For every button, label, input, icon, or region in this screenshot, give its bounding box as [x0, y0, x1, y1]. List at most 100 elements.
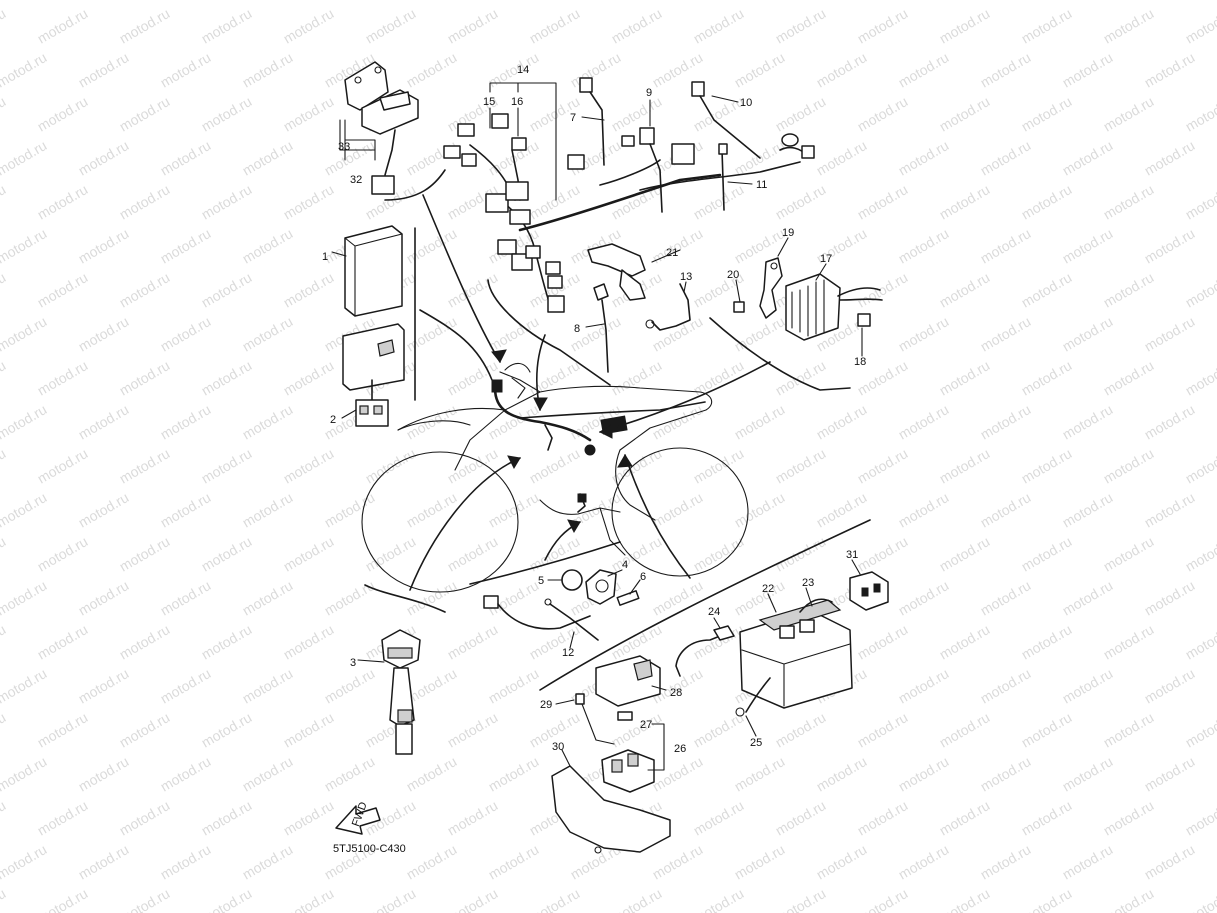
watermark-text: motod.ru	[0, 225, 49, 266]
watermark-text: motod.ru	[240, 401, 296, 442]
watermark-text: motod.ru	[281, 269, 337, 310]
watermark-text: motod.ru	[117, 5, 173, 46]
watermark-text: motod.ru	[1183, 357, 1217, 398]
watermark-text: motod.ru	[1019, 181, 1075, 222]
watermark-text: motod.ru	[0, 93, 8, 134]
watermark-text: motod.ru	[691, 533, 747, 574]
watermark-text: motod.ru	[978, 0, 1034, 3]
watermark-text: motod.ru	[363, 5, 419, 46]
watermark-text: motod.ru	[896, 401, 952, 442]
watermark-text: motod.ru	[978, 401, 1034, 442]
watermark-text: motod.ru	[35, 533, 91, 574]
watermark-text: motod.ru	[0, 5, 8, 46]
watermark-text: motod.ru	[240, 489, 296, 530]
watermark-text: motod.ru	[76, 0, 132, 3]
watermark-text: motod.ru	[773, 533, 829, 574]
watermark-text: motod.ru	[0, 313, 49, 354]
fwd-arrow	[335, 805, 381, 835]
watermark-text: motod.ru	[35, 181, 91, 222]
watermark-text: motod.ru	[281, 885, 337, 913]
watermark-text: motod.ru	[158, 137, 214, 178]
watermark-text: motod.ru	[0, 181, 8, 222]
watermark-text: motod.ru	[1183, 797, 1217, 838]
watermark-text: motod.ru	[158, 225, 214, 266]
watermark-text: motod.ru	[117, 181, 173, 222]
watermark-text: motod.ru	[404, 313, 460, 354]
watermark-text: motod.ru	[486, 753, 542, 794]
watermark-text: motod.ru	[240, 0, 296, 3]
watermark-text: motod.ru	[527, 533, 583, 574]
watermark-text: motod.ru	[855, 93, 911, 134]
watermark-text: motod.ru	[1060, 841, 1116, 882]
callout-1: 1	[322, 251, 328, 263]
watermark-text: motod.ru	[814, 841, 870, 882]
watermark-text: motod.ru	[732, 313, 788, 354]
watermark-text: motod.ru	[1183, 533, 1217, 574]
watermark-text: motod.ru	[322, 489, 378, 530]
watermark-text: motod.ru	[937, 445, 993, 486]
watermark-text: motod.ru	[1019, 93, 1075, 134]
watermark-text: motod.ru	[76, 489, 132, 530]
watermark-text: motod.ru	[1101, 797, 1157, 838]
watermark-text: motod.ru	[1142, 841, 1198, 882]
watermark-text: motod.ru	[937, 357, 993, 398]
callout-17: 17	[820, 253, 832, 265]
watermark-text: motod.ru	[1142, 313, 1198, 354]
watermark-text: motod.ru	[732, 841, 788, 882]
watermark-text: motod.ru	[158, 49, 214, 90]
watermark-text: motod.ru	[158, 753, 214, 794]
watermark-text: motod.ru	[937, 181, 993, 222]
watermark-text: motod.ru	[281, 181, 337, 222]
watermark-text: motod.ru	[322, 665, 378, 706]
watermark-text: motod.ru	[1183, 181, 1217, 222]
watermark-text: motod.ru	[404, 753, 460, 794]
watermark-text: motod.ru	[773, 5, 829, 46]
watermark-text: motod.ru	[568, 0, 624, 3]
callout-13: 13	[680, 271, 692, 283]
watermark-text: motod.ru	[158, 401, 214, 442]
watermark-text: motod.ru	[978, 665, 1034, 706]
watermark-text: motod.ru	[1142, 753, 1198, 794]
watermark-text: motod.ru	[0, 709, 8, 750]
watermark-text: motod.ru	[486, 0, 542, 3]
watermark-text: motod.ru	[1101, 885, 1157, 913]
watermark-text: motod.ru	[650, 0, 706, 3]
watermark-text: motod.ru	[568, 49, 624, 90]
watermark-text: motod.ru	[1142, 401, 1198, 442]
watermark-text: motod.ru	[445, 621, 501, 662]
callout-31: 31	[846, 549, 858, 561]
callout-30: 30	[552, 741, 564, 753]
watermark-text: motod.ru	[281, 533, 337, 574]
watermark-text: motod.ru	[773, 885, 829, 913]
watermark-text: motod.ru	[732, 0, 788, 3]
watermark-text: motod.ru	[445, 709, 501, 750]
watermark-text: motod.ru	[814, 137, 870, 178]
cdi-unit	[342, 225, 405, 427]
watermark-text: motod.ru	[1019, 533, 1075, 574]
watermark-text: motod.ru	[76, 225, 132, 266]
watermark-text: motod.ru	[527, 885, 583, 913]
watermark-text: motod.ru	[117, 93, 173, 134]
watermark-text: motod.ru	[35, 93, 91, 134]
watermark-text: motod.ru	[1183, 5, 1217, 46]
watermark-text: motod.ru	[1019, 269, 1075, 310]
watermark-text: motod.ru	[732, 49, 788, 90]
watermark-text: motod.ru	[35, 709, 91, 750]
watermark-text: motod.ru	[0, 577, 49, 618]
watermark-text: motod.ru	[199, 5, 255, 46]
watermark-text: motod.ru	[732, 577, 788, 618]
watermark-text: motod.ru	[1142, 489, 1198, 530]
watermark-text: motod.ru	[158, 313, 214, 354]
watermark-text: motod.ru	[937, 797, 993, 838]
watermark-text: motod.ru	[1060, 753, 1116, 794]
watermark-text: motod.ru	[1183, 93, 1217, 134]
watermark-text: motod.ru	[855, 445, 911, 486]
sensor-group	[483, 569, 640, 641]
callout-24: 24	[708, 606, 720, 618]
watermark-text: motod.ru	[0, 665, 49, 706]
watermark-text: motod.ru	[773, 797, 829, 838]
callout-labels: 1 2 3 5 4 6 7 8 9 10 11 12 13 14 15 16 1…	[322, 64, 866, 755]
watermark-text: motod.ru	[35, 445, 91, 486]
watermark-text: motod.ru	[35, 5, 91, 46]
watermark-text: motod.ru	[1142, 577, 1198, 618]
